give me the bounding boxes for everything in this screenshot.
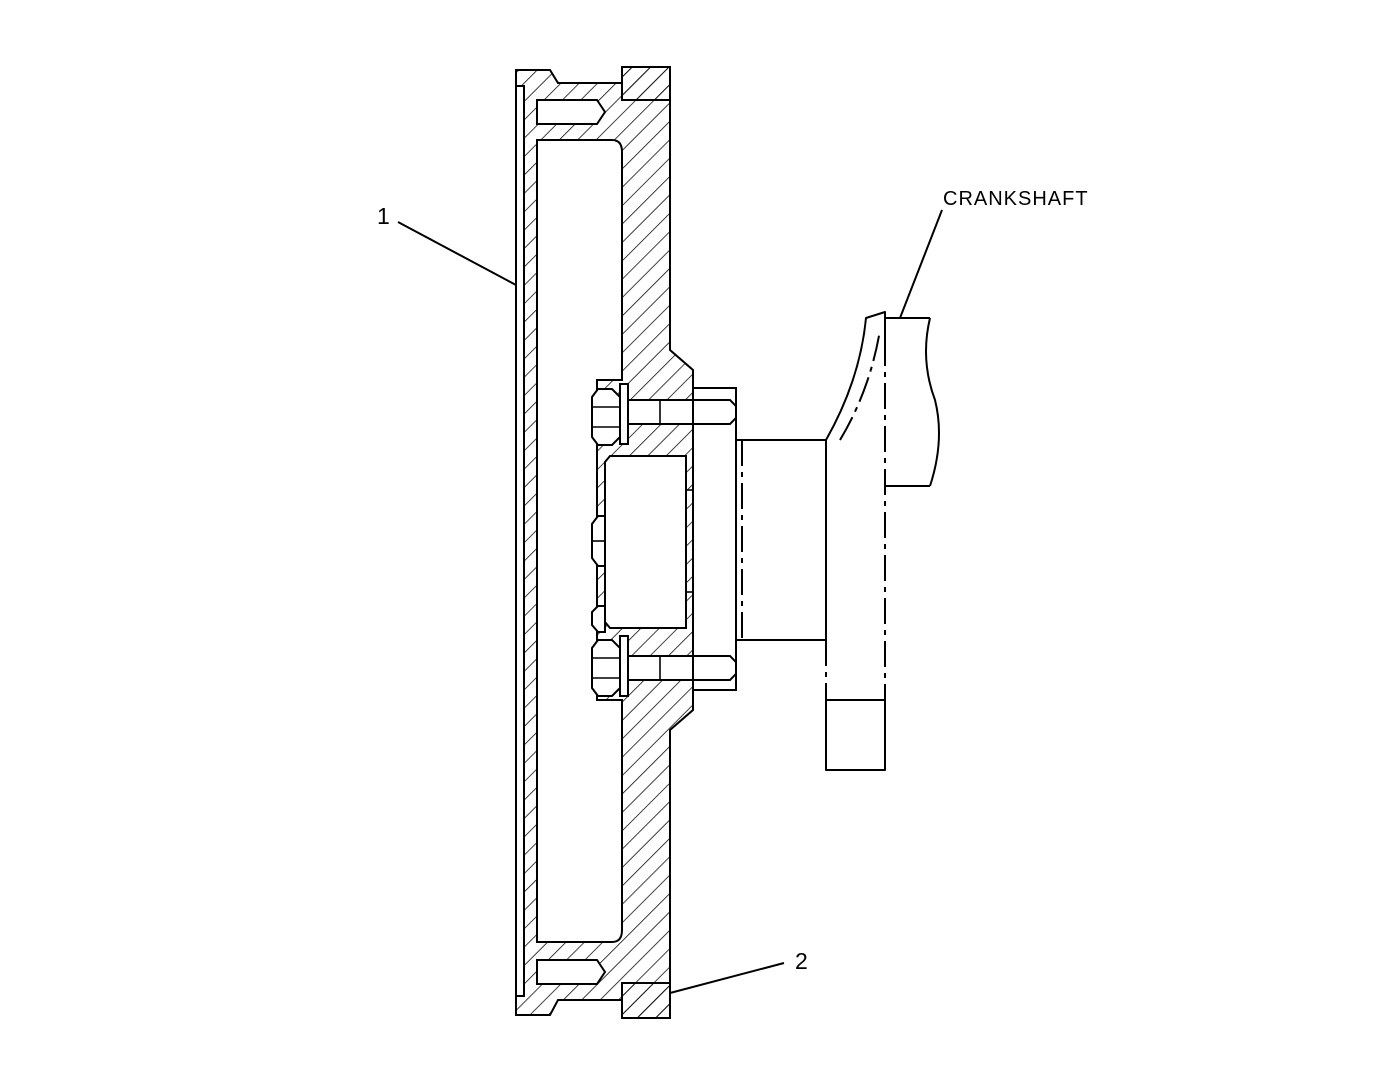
face-plate bbox=[515, 85, 525, 997]
leader-part-2 bbox=[669, 962, 785, 994]
center-bolt bbox=[591, 515, 606, 567]
hub-adapter bbox=[692, 387, 737, 691]
hub-pocket bbox=[604, 455, 687, 629]
leader-part-1 bbox=[397, 221, 517, 286]
upper-bolt bbox=[591, 383, 737, 446]
lower-bolt bbox=[591, 605, 737, 697]
callout-part-1: 1 bbox=[377, 203, 390, 229]
ring-gear-bottom bbox=[621, 982, 671, 1019]
leader-crankshaft bbox=[899, 209, 943, 319]
crankshaft-web bbox=[825, 311, 886, 441]
callout-crankshaft: CRANKSHAFT bbox=[943, 188, 1089, 210]
ring-gear-top bbox=[621, 66, 671, 101]
crank-flange bbox=[736, 439, 826, 641]
crankshaft-counterweight bbox=[825, 699, 886, 771]
bottom-slot bbox=[536, 959, 607, 985]
top-slot bbox=[536, 99, 607, 125]
flywheel-inner-recess bbox=[536, 139, 623, 943]
callout-part-2: 2 bbox=[795, 948, 808, 974]
